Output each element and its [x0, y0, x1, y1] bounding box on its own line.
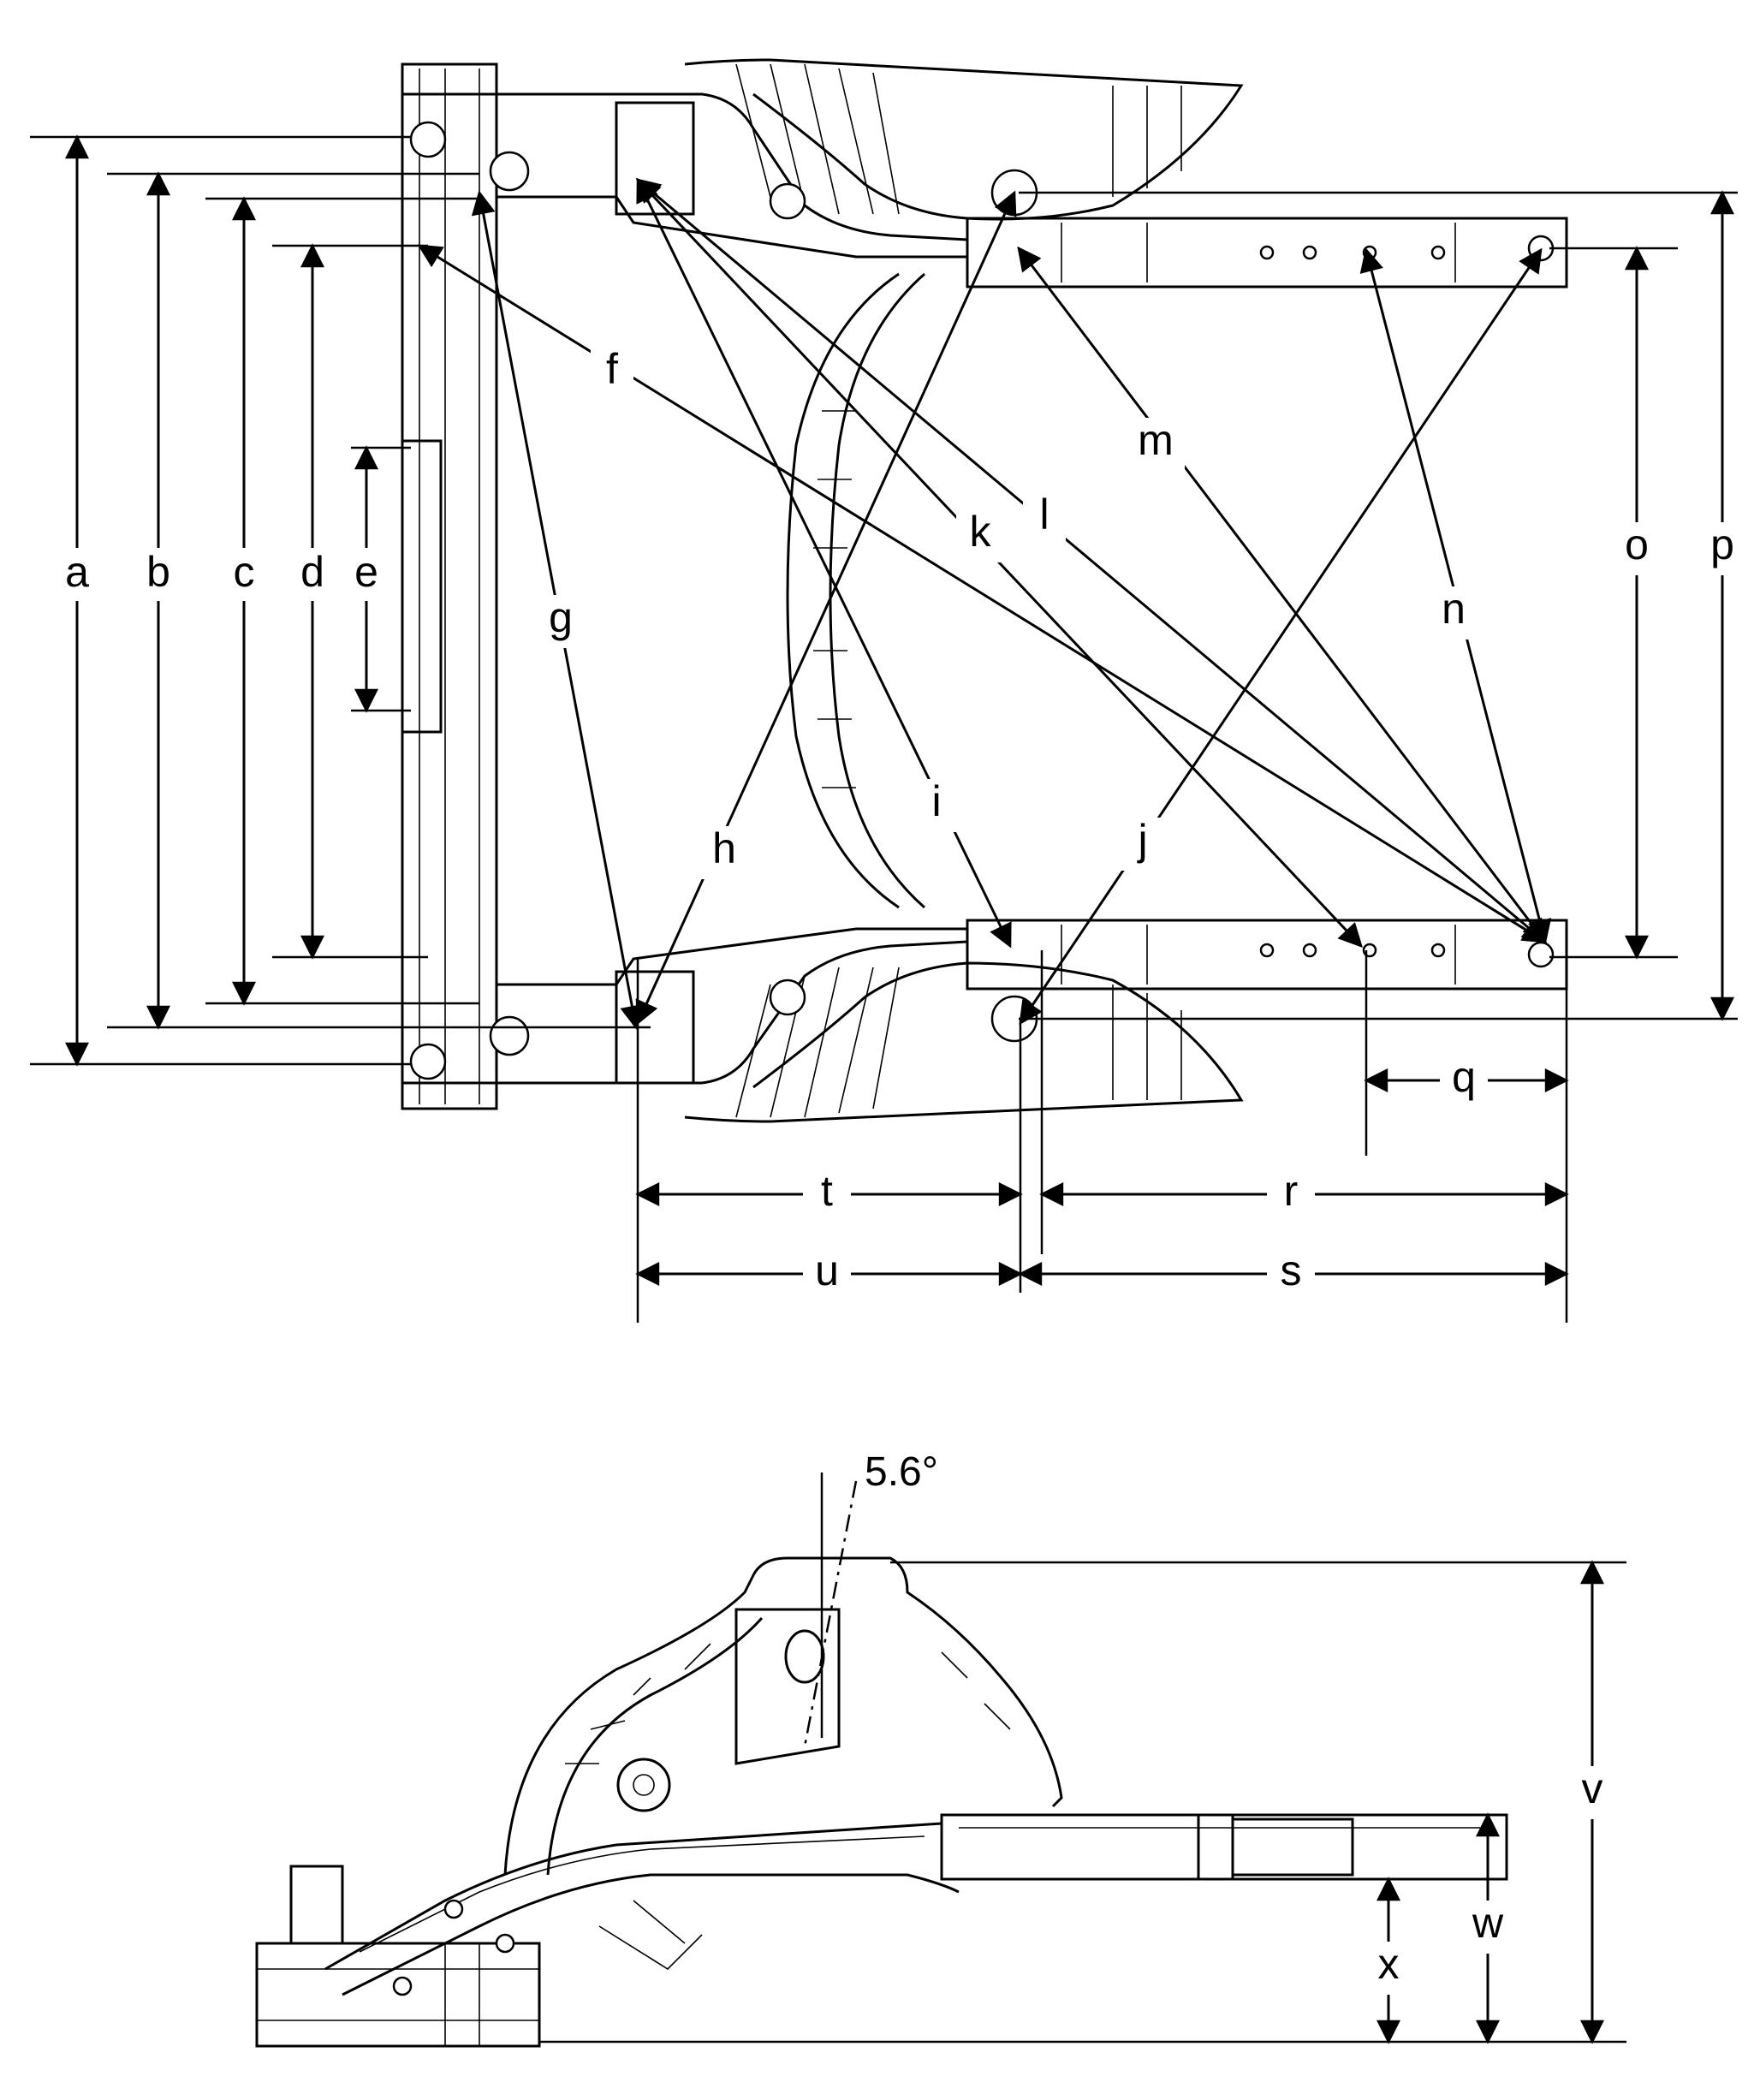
label-h: h: [712, 824, 736, 872]
dim-h-line: [635, 190, 1017, 1026]
label-w: w: [1472, 1899, 1504, 1947]
top-view-labels: a b c d e f g h i j k l m n o p q r s: [53, 345, 1746, 1301]
label-t: t: [821, 1167, 833, 1215]
label-v: v: [1582, 1764, 1603, 1812]
label-f: f: [606, 345, 618, 393]
label-b: b: [146, 548, 170, 596]
top-view-extension-lines: [30, 135, 1738, 1323]
label-j: j: [1136, 816, 1147, 864]
label-q: q: [1452, 1053, 1476, 1101]
label-s: s: [1281, 1246, 1302, 1294]
top-view-frame: [401, 58, 1568, 1123]
label-k: k: [970, 508, 992, 556]
label-i: i: [931, 777, 941, 825]
label-n: n: [1442, 585, 1466, 633]
label-g: g: [549, 593, 573, 641]
label-e: e: [354, 548, 378, 596]
side-view-extension-lines: [539, 1561, 1626, 2043]
label-p: p: [1710, 521, 1734, 568]
side-view-frame: [255, 1556, 1508, 2048]
angle-label: 5.6°: [865, 1449, 938, 1495]
dim-f-line: [417, 244, 1548, 943]
label-c: c: [234, 548, 255, 596]
label-r: r: [1284, 1167, 1299, 1215]
dim-l-line: [635, 178, 1548, 943]
angle-indicator: 5.6°: [803, 1449, 938, 1747]
label-a: a: [65, 548, 89, 596]
label-d: d: [300, 548, 324, 596]
label-u: u: [815, 1246, 839, 1294]
label-o: o: [1625, 521, 1649, 568]
label-x: x: [1378, 1940, 1400, 1988]
label-l: l: [1039, 491, 1049, 538]
side-view-dimensions: v w x: [1365, 1560, 1616, 2044]
label-m: m: [1138, 416, 1174, 464]
